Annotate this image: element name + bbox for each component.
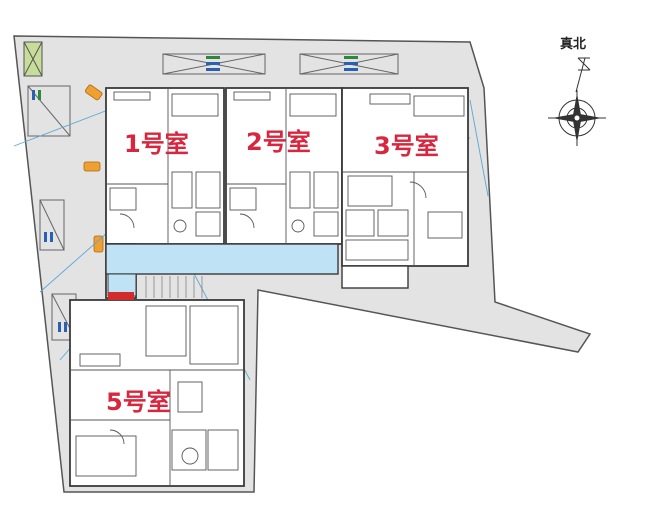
- bay-markers-left: [32, 90, 67, 332]
- bike-parking-icons: [83, 84, 104, 253]
- unit-5-details: [70, 305, 244, 486]
- north-indicator: 真北: [548, 36, 606, 146]
- parking-slot-green: [23, 41, 43, 77]
- room-label-1: 1号室: [124, 130, 189, 158]
- unit-1: [105, 87, 225, 245]
- north-label: 真北: [560, 36, 586, 52]
- building: [69, 87, 469, 487]
- unit-3: [341, 87, 469, 267]
- unit-2-details: [226, 88, 339, 244]
- common-corridor: [105, 243, 339, 300]
- north-arrow-icon: [575, 57, 591, 93]
- unit-3-annex: [341, 265, 409, 289]
- parking-markers: [206, 56, 358, 71]
- unit-1-details: [106, 88, 221, 244]
- room-label-3: 3号室: [374, 132, 439, 160]
- room-label-2: 2号室: [246, 128, 311, 156]
- compass-rose-icon: [548, 90, 606, 146]
- unit-5: [69, 299, 245, 487]
- unit-2: [225, 87, 343, 245]
- unit-3-details: [342, 93, 468, 266]
- room-label-5: 5号室: [106, 388, 171, 416]
- staircase: [145, 276, 203, 298]
